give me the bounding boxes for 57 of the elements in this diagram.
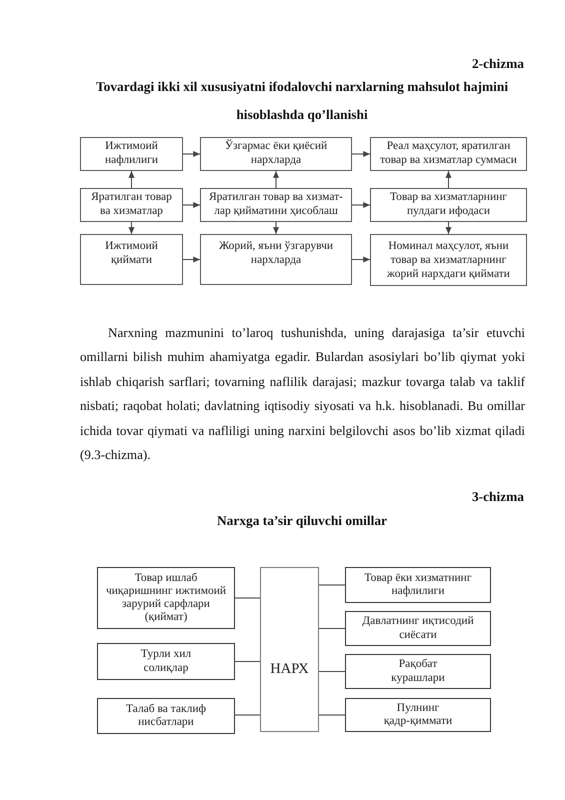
box-label: НАРХ bbox=[269, 660, 310, 678]
box-label: Номинал маҳсулот, яъни товар ва хизматларнинг жорий нархдаги қиймати bbox=[386, 240, 511, 282]
box-label: Яратилган товар ва хизмат-лар қийматини ҳисоблаш bbox=[208, 191, 344, 219]
factor-box bbox=[345, 567, 491, 603]
box-label: Турли хил солиқлар bbox=[140, 648, 192, 675]
body-paragraph: Narxning mazmunini to’laroq tushunishda, uning darajasiga ta’sir etuvchi omillarni bilish muhim ahamiyatga egadir. Bulardan asosiylari bo’lib qiymat yoki ishlab chiqarish sarflari; tovarning naflilik darajasi; mazkur tovarga talab va taklif nisbati; raqobat holati; davlatning iqtisodiy siyosati va h.k. hisoblanadi. Bu omillar ichida tovar qiymati va nafliligi uning narxini belgilovchi asos bo’lib xizmat qiladi (9.3-chizma). bbox=[80, 324, 525, 464]
arrow bbox=[182, 202, 200, 208]
process-box bbox=[80, 137, 183, 171]
process-box bbox=[200, 137, 352, 171]
process-box bbox=[370, 137, 527, 171]
connector-line bbox=[318, 671, 346, 672]
box-label: Товар ва хизматларнинг пулдаги ифодаси bbox=[389, 191, 508, 219]
box-label: Талаб ва таклиф нисбатлари bbox=[125, 702, 207, 730]
box-label: Ўзгармас ёки қиёсий нархларда bbox=[224, 140, 328, 168]
process-box bbox=[370, 188, 527, 222]
process-box bbox=[200, 234, 352, 285]
central-box bbox=[260, 567, 319, 732]
connector-line bbox=[234, 661, 260, 662]
connector-line bbox=[318, 584, 346, 586]
connector-line bbox=[234, 714, 260, 716]
factor-box bbox=[97, 698, 235, 734]
box-label: Ижтимоий қиймати bbox=[104, 240, 159, 268]
figure-number: 2-chizma bbox=[472, 55, 524, 73]
box-label: Пулнинг қадр-қиммати bbox=[382, 702, 454, 728]
box-label: Ижтимоий нафлилиги bbox=[104, 140, 160, 168]
arrow bbox=[352, 202, 370, 208]
factor-box bbox=[345, 654, 491, 689]
figure-title: Narxga ta’sir qiluvchi omillar bbox=[217, 512, 387, 530]
process-box bbox=[370, 234, 527, 286]
arrow bbox=[446, 170, 452, 188]
box-label: Реал маҳсулот, яратилган товар ва хизматлар суммаси bbox=[379, 140, 518, 168]
box-label: Давлатнинг иқтисодий сиёсати bbox=[361, 615, 475, 642]
process-box bbox=[200, 188, 352, 222]
connector-line bbox=[318, 714, 346, 716]
factor-box bbox=[97, 643, 235, 680]
connector-line bbox=[318, 628, 346, 629]
diagram-title: Tovardagi ikki xil xususiyatni ifodalovchi narxlarning mahsulot hajmini hisoblashda qo’llanishi bbox=[94, 78, 510, 124]
box-label: Товар ишлаб чиқаришнинг ижтимоий зарурий сарфлари (қиймат) bbox=[104, 572, 228, 624]
arrow bbox=[128, 222, 134, 234]
box-label: Яратилган товар ва хизматлар bbox=[90, 191, 173, 219]
figure-number: 3-chizma bbox=[472, 488, 524, 506]
arrow bbox=[446, 222, 452, 234]
box-label: Рақобат курашлари bbox=[390, 658, 446, 685]
arrow bbox=[182, 151, 200, 157]
box-label: Товар ёки хизматнинг нафлилиги bbox=[363, 572, 473, 598]
arrow bbox=[273, 222, 279, 234]
arrow bbox=[352, 256, 370, 262]
arrow bbox=[182, 256, 200, 262]
process-box bbox=[80, 234, 183, 285]
arrow bbox=[352, 151, 370, 157]
factor-box bbox=[345, 611, 491, 646]
arrow bbox=[128, 170, 134, 188]
process-box bbox=[80, 188, 183, 222]
factor-box bbox=[97, 567, 235, 629]
box-label: Жорий, яъни ўзгарувчи нархларда bbox=[218, 240, 334, 268]
arrow bbox=[273, 170, 279, 188]
factor-box bbox=[345, 698, 491, 732]
